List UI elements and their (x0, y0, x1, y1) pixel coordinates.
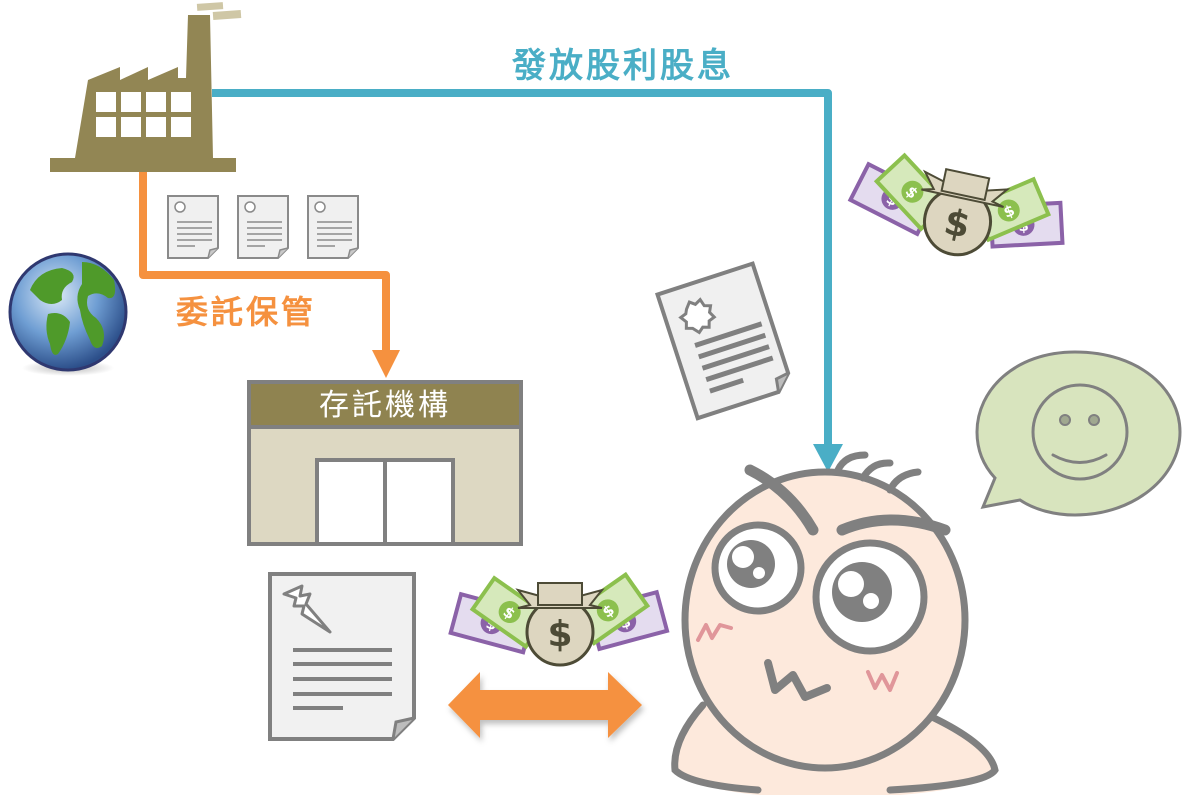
character-face (671, 451, 999, 795)
dividend-flow-label: 發放股利股息 (512, 46, 734, 86)
document-icon (307, 195, 359, 259)
svg-text:$: $ (547, 614, 572, 655)
document-icon (237, 195, 289, 259)
depository-title: 存託機構 (319, 388, 451, 423)
lightning-document-icon (268, 572, 416, 741)
custody-arrow (139, 170, 400, 378)
custody-flow-label: 委託保管 (176, 293, 317, 331)
exchange-arrow (448, 672, 642, 738)
building-icon (247, 380, 523, 546)
money-bag-icon: $ $ $ $ $ (847, 152, 1065, 257)
factory-icon (50, 2, 242, 172)
dividend-arrow (212, 89, 843, 472)
money-bag-icon: $ $ $ $ $ (448, 571, 670, 667)
smiley-speech-bubble-icon (975, 350, 1182, 517)
document-icon (167, 195, 219, 259)
share-certificates (167, 195, 359, 259)
certificate-icon (654, 261, 791, 421)
globe-icon (8, 252, 128, 376)
